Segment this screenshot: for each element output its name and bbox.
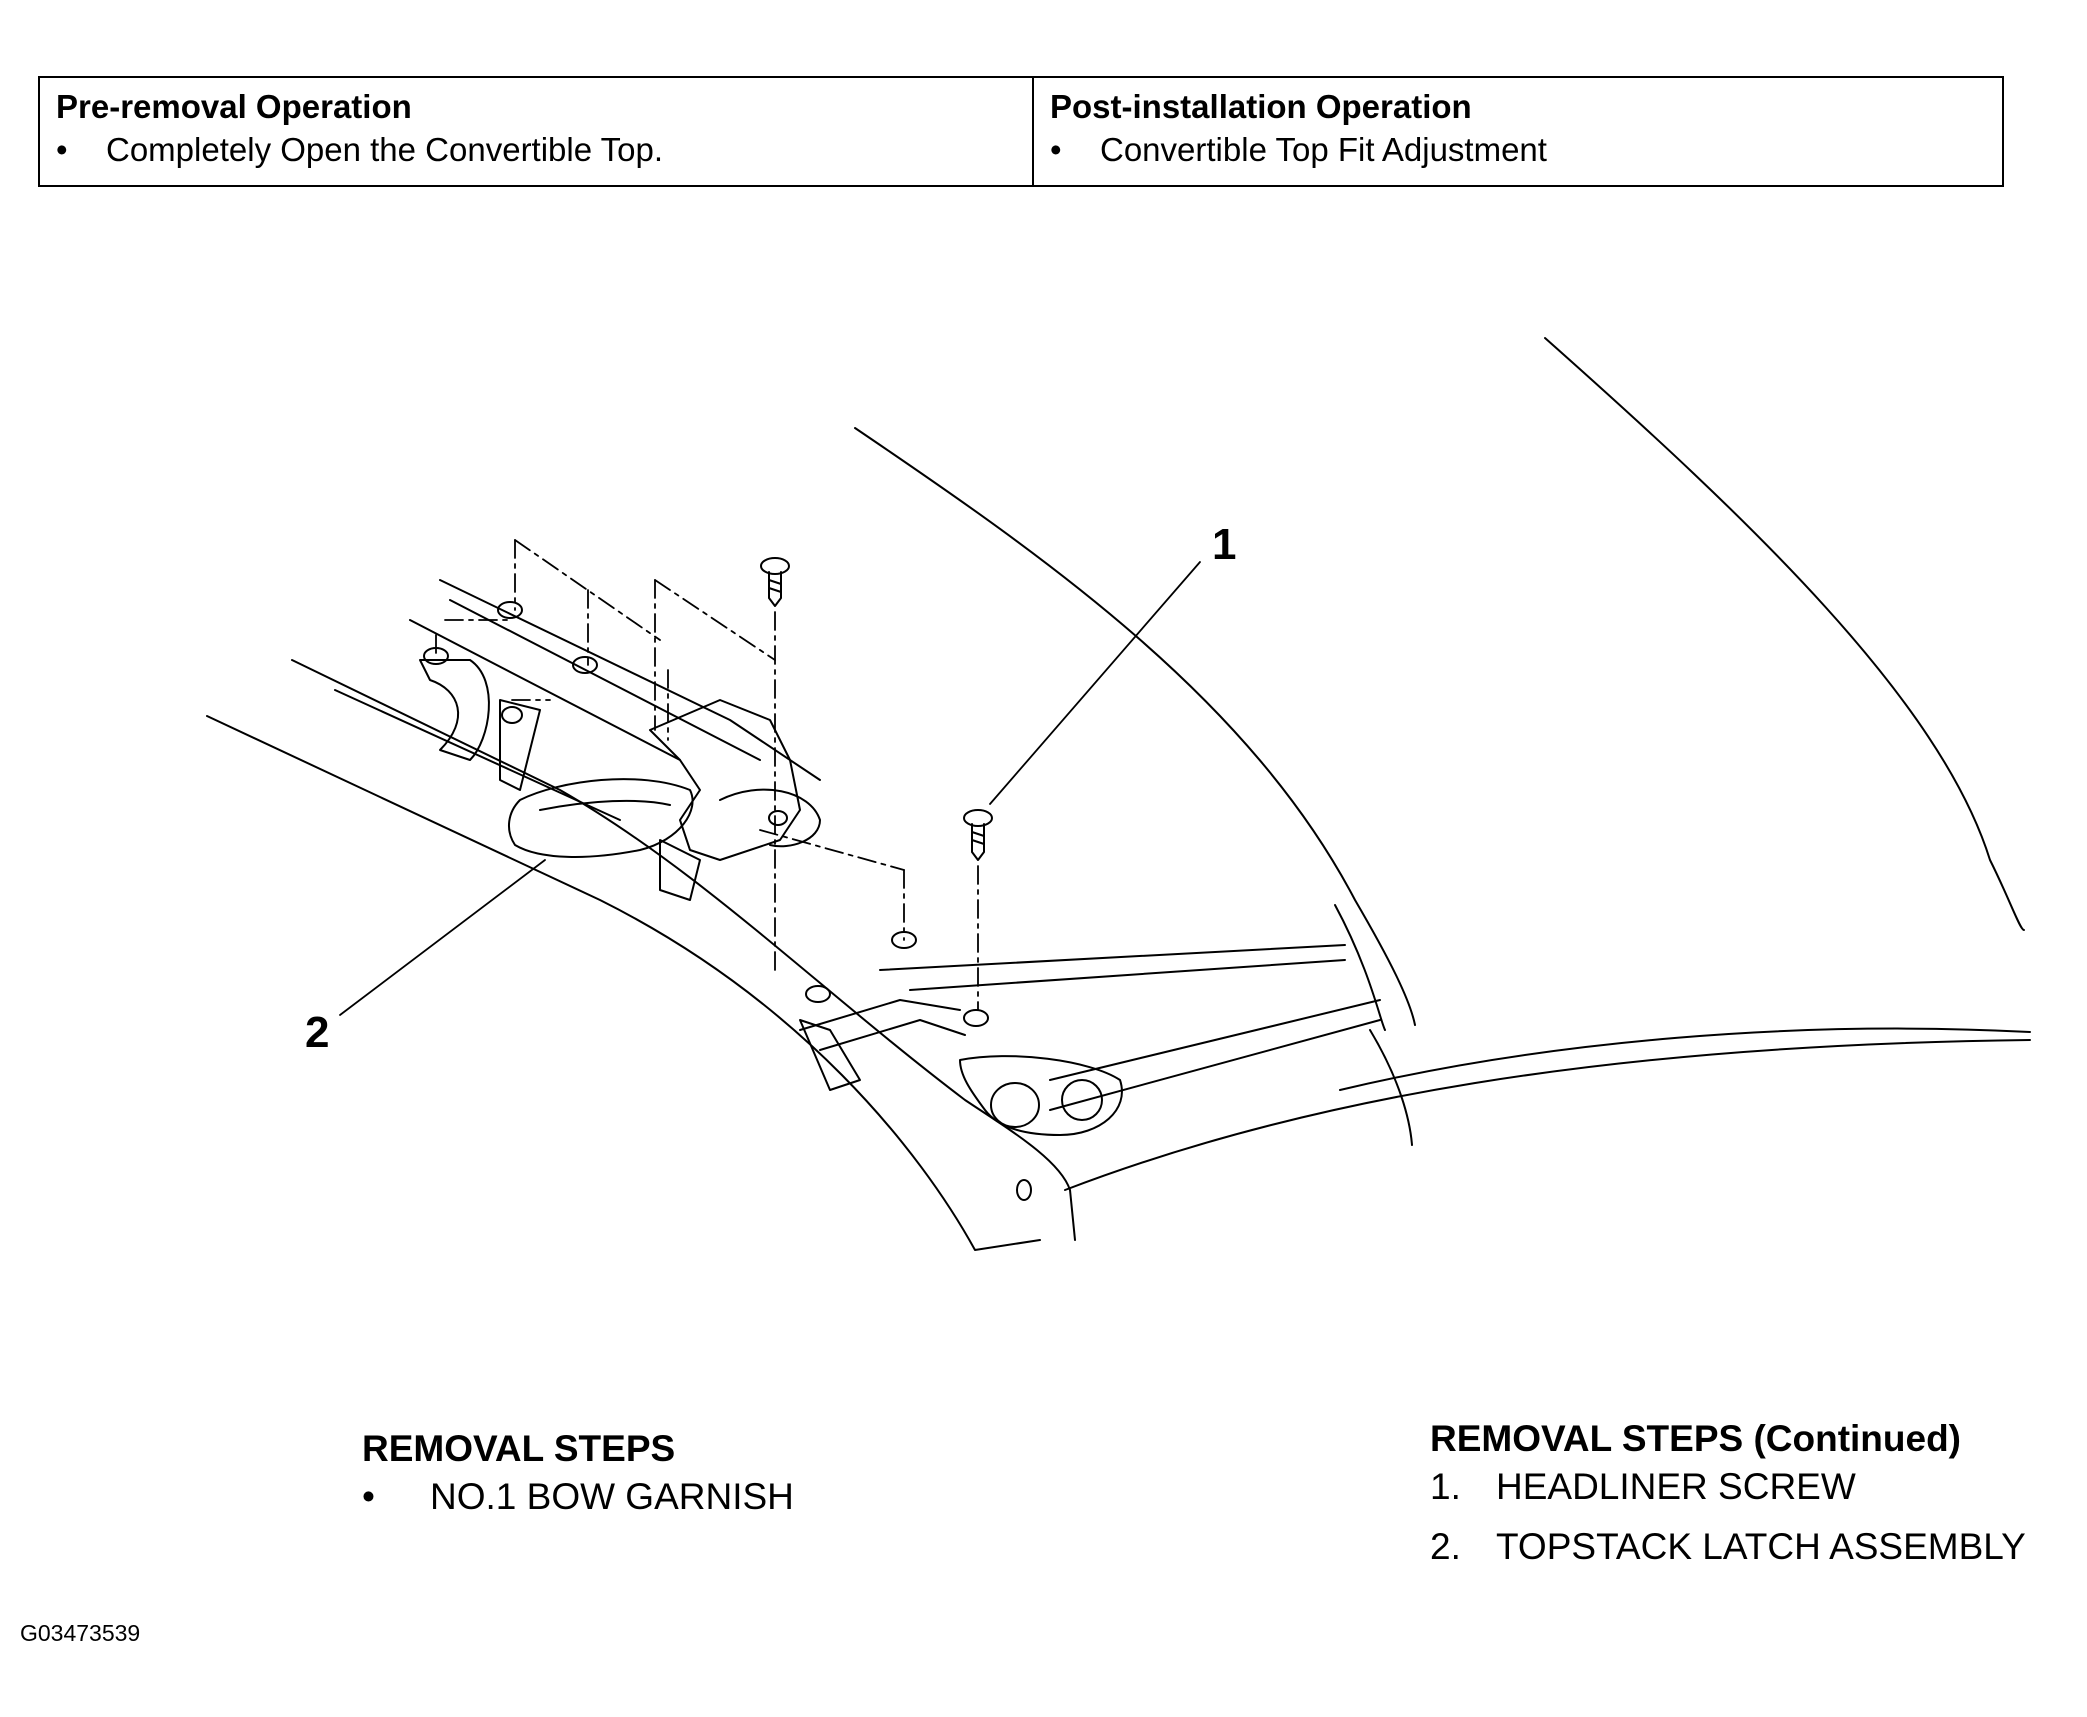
screw-icon xyxy=(963,809,993,861)
latch-hook xyxy=(719,788,821,848)
striker-hole-2 xyxy=(1061,1079,1103,1121)
removal-step-label: TOPSTACK LATCH ASSEMBLY xyxy=(1496,1526,2026,1567)
mount-hole xyxy=(963,1009,989,1027)
step-number: 1. xyxy=(1430,1466,1461,1507)
striker-hole-1 xyxy=(990,1082,1040,1128)
striker-arm-2 xyxy=(819,1019,966,1051)
figure-id: G03473539 xyxy=(20,1620,141,1646)
mount-hole xyxy=(805,985,831,1003)
small-hole xyxy=(1016,1179,1032,1201)
post-installation-item: • Convertible Top Fit Adjustment xyxy=(1050,128,1986,172)
front-header-lower xyxy=(206,715,1041,1251)
roof-rear-edge-2 xyxy=(1064,1039,2031,1191)
mount-hole xyxy=(572,656,598,674)
mount-hole xyxy=(768,810,788,826)
pre-removal-item: • Completely Open the Convertible Top. xyxy=(56,128,1016,172)
removal-step-item: 1. HEADLINER SCREW xyxy=(1430,1466,1856,1508)
removal-step-label: NO.1 BOW GARNISH xyxy=(430,1476,794,1517)
lower-plate xyxy=(799,1019,861,1091)
bullet-icon: • xyxy=(56,131,68,168)
striker-bracket xyxy=(959,1055,1123,1136)
roof-outline-rear xyxy=(1544,337,2025,931)
mount-hole xyxy=(501,706,523,724)
callout-2-label: 2 xyxy=(305,1008,330,1057)
front-header-upper xyxy=(291,659,1076,1241)
post-installation-item-text: Convertible Top Fit Adjustment xyxy=(1100,131,1547,168)
side-rail-base xyxy=(1049,999,1381,1081)
front-header-inner xyxy=(334,689,621,821)
side-rail-lower xyxy=(909,959,1346,991)
pre-removal-column: Pre-removal Operation • Completely Open … xyxy=(40,78,1034,185)
roof-rear-edge xyxy=(1339,1027,2031,1091)
left-bracket-2 xyxy=(499,699,541,791)
removal-step-item: • NO.1 BOW GARNISH xyxy=(362,1476,794,1518)
left-bracket xyxy=(419,659,490,761)
removal-step-label: HEADLINER SCREW xyxy=(1496,1466,1856,1507)
removal-steps-title: REMOVAL STEPS xyxy=(362,1428,676,1469)
post-installation-title: Post-installation Operation xyxy=(1050,88,1472,125)
alignment-lines xyxy=(435,539,979,1011)
callout-2-leader xyxy=(339,859,546,1016)
striker-arm xyxy=(799,999,961,1031)
pre-removal-item-text: Completely Open the Convertible Top. xyxy=(106,131,664,168)
side-rail-upper xyxy=(879,944,1346,971)
mount-hole xyxy=(497,601,523,619)
removal-steps-continued-title: REMOVAL STEPS (Continued) xyxy=(1430,1418,1962,1459)
step-number: 2. xyxy=(1430,1526,1461,1567)
screw-icon xyxy=(760,557,790,607)
side-rail-base-2 xyxy=(1049,1019,1381,1111)
operations-table: Pre-removal Operation • Completely Open … xyxy=(38,76,2004,187)
latch-handle xyxy=(508,778,694,858)
callout-1-leader xyxy=(989,561,1201,805)
side-pillar-2 xyxy=(1369,1029,1413,1146)
header-rail-2 xyxy=(449,599,761,761)
bullet-icon: • xyxy=(362,1476,375,1517)
roof-outline-upper xyxy=(854,427,1416,1026)
removal-step-item: 2. TOPSTACK LATCH ASSEMBLY xyxy=(1430,1526,2026,1568)
latch-handle-inner xyxy=(539,799,671,811)
latch-plate xyxy=(659,839,701,901)
header-rail-3 xyxy=(409,619,681,761)
callout-1-label: 1 xyxy=(1212,520,1237,569)
pre-removal-title: Pre-removal Operation xyxy=(56,88,412,125)
latch-body xyxy=(649,699,801,861)
post-installation-column: Post-installation Operation • Convertibl… xyxy=(1034,78,2002,185)
side-pillar xyxy=(1334,904,1386,1031)
bullet-icon: • xyxy=(1050,131,1062,168)
